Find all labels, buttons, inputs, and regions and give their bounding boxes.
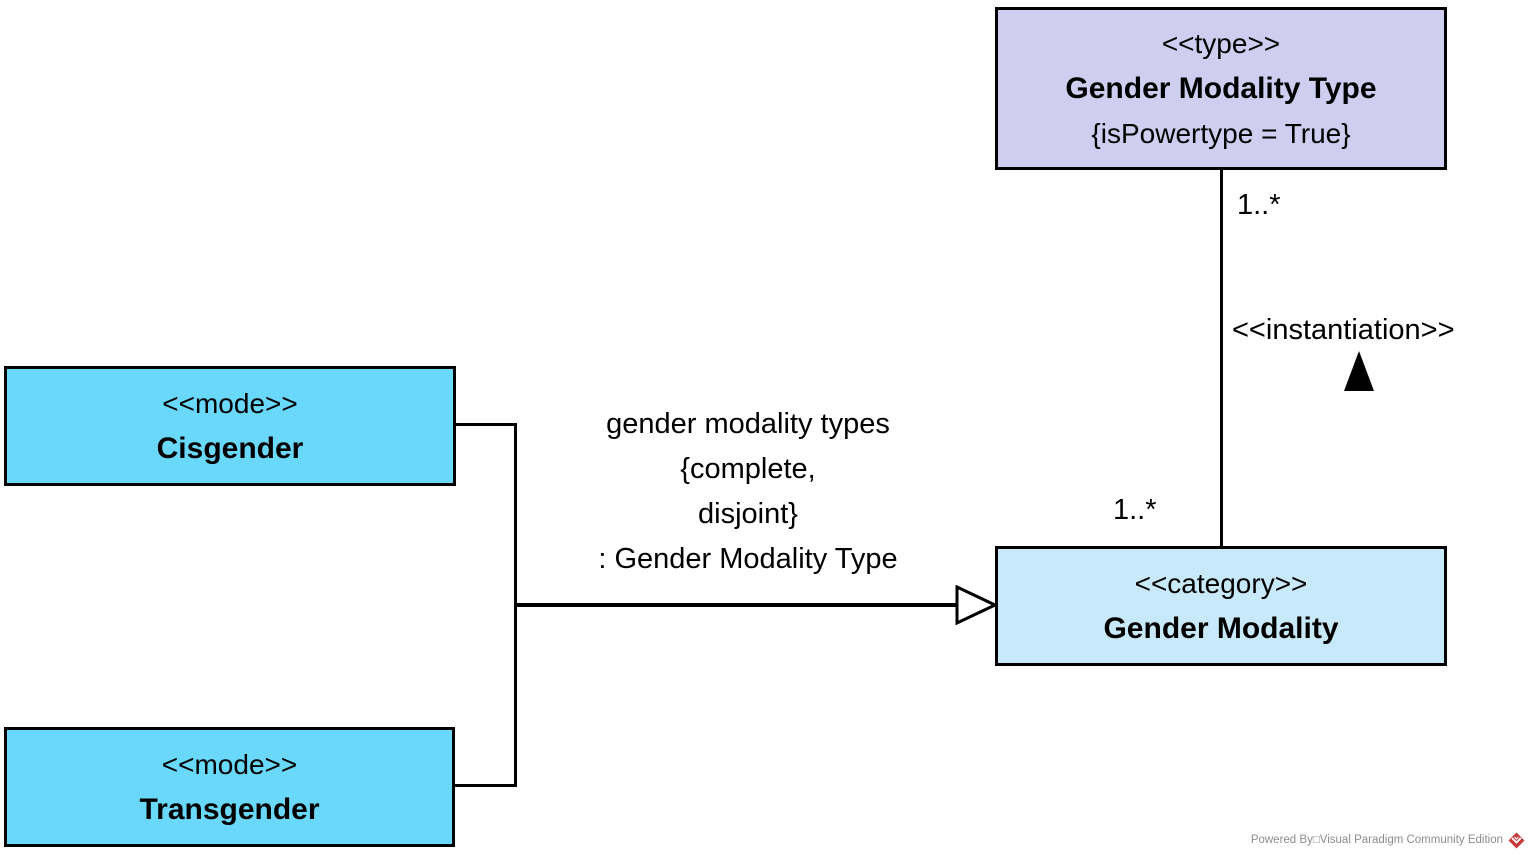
generalization-set-label: gender modality types {complete, disjoin…	[553, 402, 943, 582]
generalization-label-line2: {complete,	[680, 453, 816, 485]
instantiation-multiplicity-top: 1..*	[1237, 189, 1281, 221]
instantiation-direction-arrow-icon	[1344, 351, 1374, 391]
class-name: Gender Modality	[1103, 612, 1339, 645]
generalization-label-line3: disjoint}	[698, 498, 798, 530]
generalization-main-line	[514, 603, 957, 607]
class-constraint: {isPowertype = True}	[1091, 118, 1351, 149]
class-transgender[interactable]: <<mode>> Transgender	[4, 727, 455, 847]
instantiation-line	[1220, 170, 1223, 546]
generalization-label-line4: : Gender Modality Type	[598, 543, 898, 575]
class-stereotype: <<mode>>	[162, 388, 298, 419]
class-gender-modality[interactable]: <<category>> Gender Modality	[995, 546, 1447, 666]
generalization-stub-cisgender	[456, 423, 517, 426]
instantiation-multiplicity-bottom: 1..*	[1113, 494, 1157, 526]
generalization-hollow-arrow-icon	[955, 585, 997, 625]
class-name: Gender Modality Type	[1065, 72, 1377, 105]
generalization-label-line1: gender modality types	[606, 408, 890, 440]
visual-paradigm-logo-icon	[1508, 832, 1525, 849]
generalization-stub-transgender	[455, 784, 517, 787]
instantiation-label: <<instantiation>>	[1232, 314, 1455, 346]
class-name: Transgender	[139, 793, 320, 826]
class-gender-modality-type[interactable]: <<type>> Gender Modality Type {isPowerty…	[995, 7, 1447, 170]
powered-by-watermark: Powered By□Visual Paradigm Community Edi…	[1250, 834, 1503, 846]
class-stereotype: <<category>>	[1134, 568, 1308, 599]
class-cisgender[interactable]: <<mode>> Cisgender	[4, 366, 456, 486]
class-name: Cisgender	[156, 432, 304, 465]
class-stereotype: <<type>>	[1161, 28, 1281, 59]
class-stereotype: <<mode>>	[161, 749, 298, 780]
